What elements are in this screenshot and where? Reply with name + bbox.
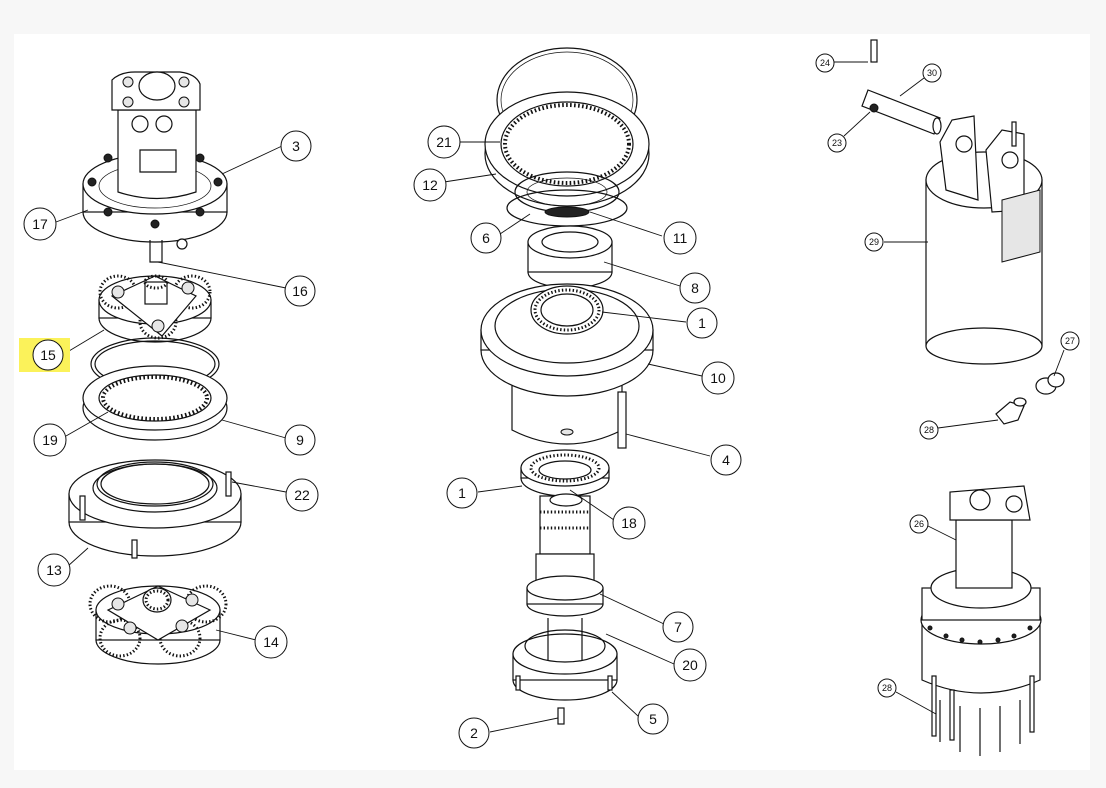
part-30-pin bbox=[861, 89, 942, 135]
svg-text:28: 28 bbox=[924, 425, 934, 435]
part-14-planet-carrier-lower bbox=[88, 584, 228, 665]
part-10-bearing-housing bbox=[480, 283, 654, 449]
part-28-fitting bbox=[995, 397, 1027, 425]
svg-text:13: 13 bbox=[46, 562, 62, 578]
svg-text:7: 7 bbox=[674, 619, 682, 635]
part-8-spacer bbox=[527, 225, 613, 289]
svg-text:20: 20 bbox=[682, 657, 698, 673]
svg-text:19: 19 bbox=[42, 432, 58, 448]
callout-9: 9 bbox=[284, 424, 316, 456]
svg-text:23: 23 bbox=[832, 138, 842, 148]
callout-10: 10 bbox=[701, 361, 735, 395]
svg-text:16: 16 bbox=[292, 283, 308, 299]
part-15-planet-carrier-upper bbox=[98, 274, 212, 343]
callout-26: 26 bbox=[909, 514, 929, 534]
callout-14: 14 bbox=[254, 625, 288, 659]
callout-1-lower: 1 bbox=[446, 477, 478, 509]
callout-17: 17 bbox=[23, 207, 57, 241]
callout-18: 18 bbox=[612, 506, 646, 540]
svg-text:3: 3 bbox=[292, 138, 300, 154]
callout-27: 27 bbox=[1060, 331, 1080, 351]
callout-5: 5 bbox=[637, 703, 669, 735]
svg-text:15: 15 bbox=[40, 347, 56, 363]
part-26-motor-assembly bbox=[920, 485, 1042, 756]
callout-4: 4 bbox=[710, 444, 742, 476]
part-29-cylinder-mount bbox=[925, 115, 1043, 365]
callout-15: 15 bbox=[32, 339, 64, 371]
part-7-collar bbox=[526, 575, 604, 617]
svg-text:22: 22 bbox=[294, 487, 310, 503]
svg-text:21: 21 bbox=[436, 134, 452, 150]
callout-28-upper: 28 bbox=[919, 420, 939, 440]
callout-21: 21 bbox=[427, 125, 461, 159]
callout-2: 2 bbox=[458, 717, 490, 749]
callout-6: 6 bbox=[470, 222, 502, 254]
callout-16: 16 bbox=[284, 275, 316, 307]
svg-text:17: 17 bbox=[32, 216, 48, 232]
svg-text:30: 30 bbox=[927, 68, 937, 78]
svg-text:18: 18 bbox=[621, 515, 637, 531]
part-1-bearing-lower bbox=[520, 449, 610, 497]
callout-22: 22 bbox=[285, 478, 319, 512]
svg-text:29: 29 bbox=[869, 237, 879, 247]
part-3-hydraulic-motor bbox=[82, 71, 228, 263]
callout-29: 29 bbox=[864, 232, 884, 252]
part-12-large-ring-gear bbox=[484, 91, 650, 213]
callout-23: 23 bbox=[827, 133, 847, 153]
callout-11: 11 bbox=[663, 221, 697, 255]
svg-text:11: 11 bbox=[673, 230, 688, 246]
svg-text:4: 4 bbox=[722, 452, 730, 468]
part-5-base-flange bbox=[512, 618, 618, 725]
callout-30: 30 bbox=[922, 63, 942, 83]
callout-19: 19 bbox=[33, 423, 67, 457]
svg-text:14: 14 bbox=[263, 634, 279, 650]
callout-24: 24 bbox=[815, 53, 835, 73]
svg-text:6: 6 bbox=[482, 230, 490, 246]
svg-text:1: 1 bbox=[458, 485, 466, 501]
callout-12: 12 bbox=[413, 168, 447, 202]
svg-text:24: 24 bbox=[820, 58, 830, 68]
callout-20: 20 bbox=[673, 648, 707, 682]
svg-text:10: 10 bbox=[710, 370, 726, 386]
callout-7: 7 bbox=[662, 611, 694, 643]
svg-text:28: 28 bbox=[882, 683, 892, 693]
svg-text:12: 12 bbox=[422, 177, 438, 193]
part-24-bolt bbox=[870, 39, 878, 63]
svg-text:27: 27 bbox=[1065, 336, 1075, 346]
svg-text:26: 26 bbox=[914, 519, 924, 529]
svg-text:8: 8 bbox=[691, 280, 699, 296]
callout-1-upper: 1 bbox=[686, 307, 718, 339]
callout-8: 8 bbox=[679, 272, 711, 304]
callout-3: 3 bbox=[280, 130, 312, 162]
leader-lines bbox=[55, 61, 1065, 733]
callout-28-lower: 28 bbox=[877, 678, 897, 698]
part-27-cap bbox=[1035, 372, 1065, 395]
part-13-housing bbox=[68, 459, 242, 559]
svg-text:2: 2 bbox=[470, 725, 478, 741]
svg-text:5: 5 bbox=[649, 711, 657, 727]
callout-13: 13 bbox=[37, 553, 71, 587]
part-23-nut bbox=[869, 103, 879, 113]
svg-text:9: 9 bbox=[296, 432, 304, 448]
part-9-ring-gear bbox=[82, 365, 228, 441]
svg-text:1: 1 bbox=[698, 315, 706, 331]
